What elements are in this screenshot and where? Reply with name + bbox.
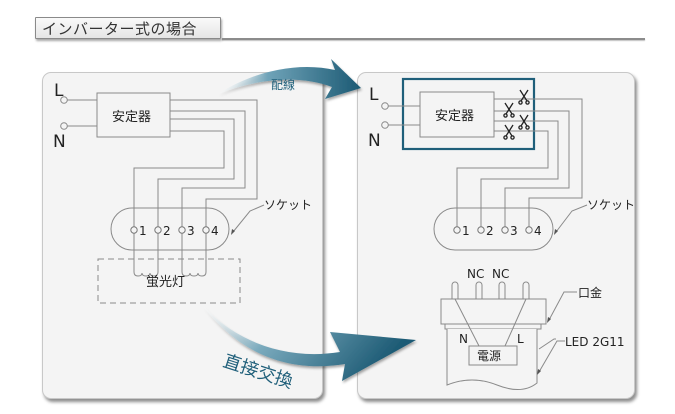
filament-left — [133, 271, 159, 277]
right-pin-4: 4 — [534, 224, 542, 238]
scissors-icon — [503, 124, 515, 140]
cut-marks — [503, 89, 530, 140]
ballast-box — [96, 92, 171, 138]
left-terminal-n: N — [53, 132, 66, 152]
right-terminal-n: N — [368, 131, 381, 151]
right-ballast-label: 安定器 — [435, 109, 474, 124]
right-pins — [453, 226, 533, 234]
left-terminal-l: L — [54, 81, 64, 101]
base-cap — [440, 298, 547, 325]
left-pin-1: 1 — [139, 224, 147, 238]
socket-outline — [110, 207, 230, 251]
left-pin-4: 4 — [211, 224, 219, 238]
section-title: インバーター式の場合 — [35, 17, 221, 39]
led-model-label: LED 2G11 — [565, 335, 625, 349]
wiring-label: 配線 — [271, 77, 295, 92]
left-circuit — [60, 92, 265, 304]
bypass-highlight-box — [401, 77, 536, 151]
right-pin-2: 2 — [486, 224, 494, 238]
right-socket-outline — [433, 207, 554, 251]
lamp-label: 蛍光灯 — [146, 275, 185, 290]
arrow-shape — [218, 59, 361, 99]
right-ballast-box — [419, 91, 495, 138]
nc-label-1: NC — [467, 267, 484, 281]
base-leader — [548, 291, 577, 321]
power-unit-box — [468, 345, 518, 366]
left-ballast-label: 安定器 — [112, 110, 151, 125]
power-unit-label: 電源 — [477, 349, 501, 363]
right-terminal-n-node — [381, 121, 389, 129]
led-base-drawing — [440, 281, 547, 390]
wiring-arrow — [218, 59, 361, 99]
left-pins — [130, 226, 210, 234]
right-terminal-l-node — [381, 102, 389, 110]
right-terminal-l: L — [369, 85, 379, 105]
right-pin-3: 3 — [510, 224, 518, 238]
direct-replace-arrow — [203, 306, 416, 381]
title-divider — [222, 38, 645, 40]
led-leader — [538, 338, 556, 350]
left-pin-3: 3 — [187, 224, 195, 238]
filament-right — [181, 271, 207, 277]
left-pin-2: 2 — [163, 224, 171, 238]
right-circuit — [381, 77, 588, 390]
scissors-icon — [503, 102, 515, 118]
right-pin-1: 1 — [462, 224, 470, 238]
inner-l-label: L — [517, 332, 524, 346]
base-label: 口金 — [578, 285, 602, 300]
right-socket-leader — [555, 204, 588, 233]
right-socket-label: ソケット — [587, 198, 635, 212]
arrow-shape — [203, 306, 416, 381]
scissors-icon — [518, 89, 530, 105]
nc-label-2: NC — [492, 267, 509, 281]
scissors-icon — [518, 114, 530, 130]
left-socket-label: ソケット — [264, 198, 312, 212]
inner-n-label: N — [459, 332, 468, 346]
terminal-n-node — [60, 122, 68, 130]
socket-leader — [232, 204, 265, 233]
lamp-dashed-box — [97, 258, 241, 304]
